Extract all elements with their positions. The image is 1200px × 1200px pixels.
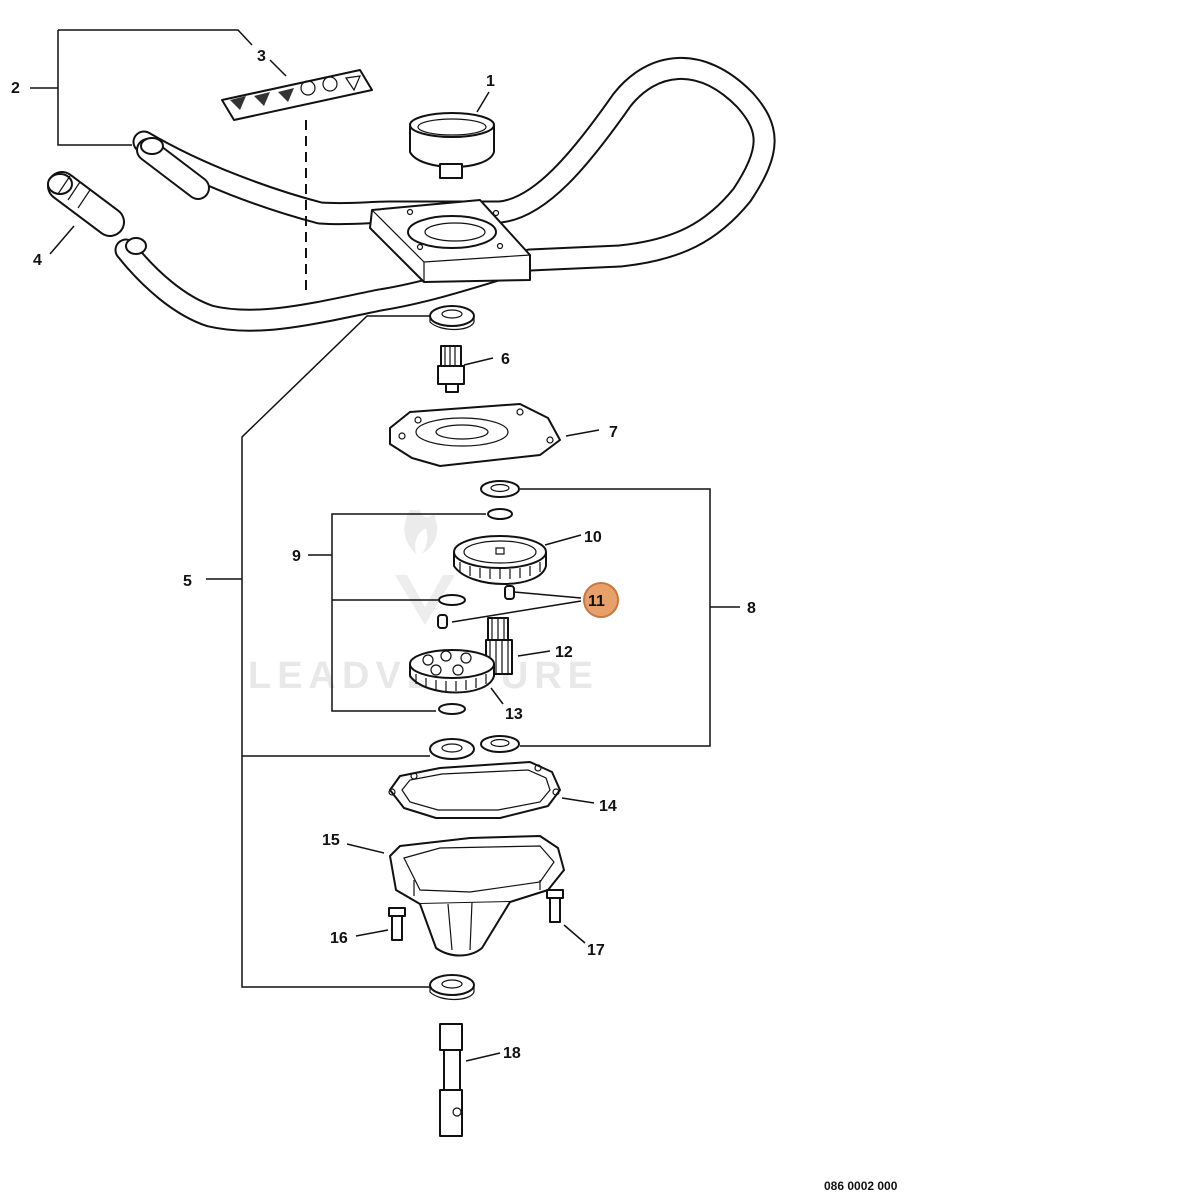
part-14-gasket — [388, 761, 561, 819]
bearing-5-bottom — [429, 974, 475, 1001]
retaining-ring-9-middle — [438, 594, 466, 606]
leader-lines — [30, 29, 740, 1062]
part-16-screw — [388, 907, 406, 941]
part-4-grip — [47, 171, 125, 237]
document-code: 086 0002 000 — [824, 1179, 898, 1193]
bearing-8-lower — [480, 735, 520, 753]
label-4: 4 — [33, 252, 42, 269]
bearing-8-upper — [480, 480, 520, 498]
label-8: 8 — [747, 600, 756, 617]
part-6-drive-shaft — [437, 345, 465, 393]
part-15-gear-housing — [389, 835, 565, 957]
part-1-cap — [409, 112, 495, 179]
label-1: 1 — [486, 73, 495, 90]
label-18: 18 — [503, 1045, 521, 1062]
label-5: 5 — [183, 573, 192, 590]
bearing-top — [429, 305, 475, 331]
part-17-screw — [546, 889, 564, 923]
label-12: 12 — [555, 644, 573, 661]
label-14: 14 — [599, 798, 617, 815]
retaining-ring-9-bottom — [438, 703, 466, 715]
label-10: 10 — [584, 529, 602, 546]
part-13-carrier-gear — [409, 649, 495, 694]
bearing-5-middle — [429, 738, 475, 760]
label-13: 13 — [505, 706, 523, 723]
label-11: 11 — [588, 593, 605, 610]
part-2-handle-tube — [136, 137, 210, 200]
label-3: 3 — [257, 48, 266, 65]
part-18-output-shaft — [439, 1023, 463, 1137]
handlebar-frame — [114, 56, 776, 332]
label-7: 7 — [609, 424, 618, 441]
label-9: 9 — [292, 548, 301, 565]
label-15: 15 — [322, 832, 340, 849]
part-7-gear-housing-cover — [389, 403, 561, 467]
retaining-ring-9-top — [487, 508, 513, 520]
callout-labels: 1 2 3 4 5 6 7 8 9 10 11 12 13 14 15 16 1… — [11, 48, 756, 1062]
label-6: 6 — [501, 351, 510, 368]
label-2: 2 — [11, 80, 20, 97]
highlight-circle — [583, 582, 619, 618]
part-11-pin-lower — [437, 614, 448, 629]
part-3-warning-decal — [221, 69, 373, 290]
label-16: 16 — [330, 930, 348, 947]
label-17: 17 — [587, 942, 605, 959]
part-10-large-gear — [453, 535, 547, 585]
part-11-pin-upper — [504, 585, 515, 600]
